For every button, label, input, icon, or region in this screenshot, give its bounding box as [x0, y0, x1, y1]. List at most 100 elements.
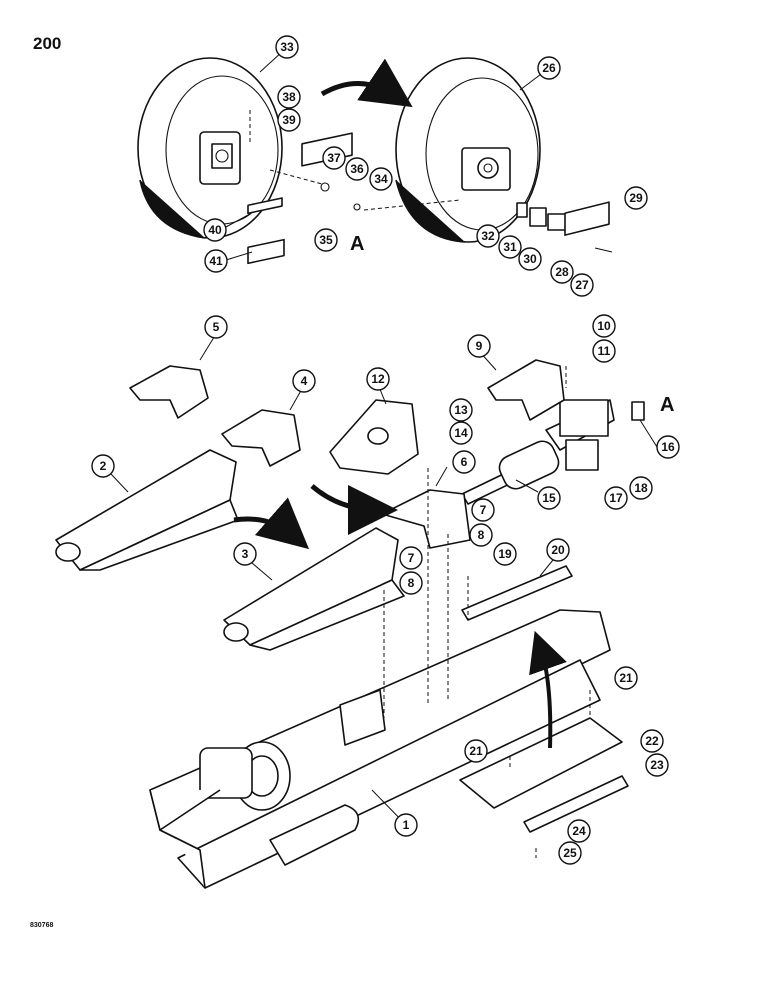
callout-40: 40 — [203, 218, 227, 242]
svg-text:4: 4 — [301, 374, 308, 388]
svg-text:28: 28 — [555, 265, 569, 279]
callout-29: 29 — [624, 186, 648, 210]
reference-mark-a-right: A — [660, 394, 674, 416]
svg-text:12: 12 — [371, 372, 385, 386]
svg-text:29: 29 — [629, 191, 643, 205]
callout-34: 34 — [369, 167, 393, 191]
callout-35: 35 — [314, 228, 338, 252]
callout-9: 9 — [467, 334, 491, 358]
callout-38: 38 — [277, 85, 301, 109]
page-number: 200 — [33, 34, 62, 53]
callout-24: 24 — [567, 819, 591, 843]
callout-25: 25 — [558, 841, 582, 865]
callout-15: 15 — [537, 486, 561, 510]
svg-text:2: 2 — [100, 459, 107, 473]
callout-3: 3 — [233, 542, 257, 566]
callout-1: 1 — [394, 813, 418, 837]
svg-text:8: 8 — [408, 576, 415, 590]
assembly-lines — [383, 366, 591, 858]
svg-text:32: 32 — [481, 229, 495, 243]
svg-text:26: 26 — [542, 61, 556, 75]
callout-2: 2 — [91, 454, 115, 478]
svg-text:9: 9 — [476, 339, 483, 353]
svg-text:35: 35 — [319, 233, 333, 247]
svg-text:14: 14 — [454, 426, 468, 440]
svg-text:22: 22 — [645, 734, 659, 748]
svg-text:18: 18 — [634, 481, 648, 495]
svg-text:33: 33 — [280, 40, 294, 54]
svg-text:37: 37 — [327, 151, 341, 165]
callout-32: 32 — [476, 224, 500, 248]
svg-text:7: 7 — [480, 503, 487, 517]
svg-text:21: 21 — [469, 744, 483, 758]
callout-37: 37 — [322, 146, 346, 170]
recoil-cylinder — [461, 399, 615, 505]
callout-36: 36 — [345, 157, 369, 181]
callout-10: 10 — [592, 314, 616, 338]
callout-7-upper: 7 — [471, 498, 495, 522]
svg-text:34: 34 — [374, 172, 388, 186]
callout-27: 27 — [570, 273, 594, 297]
callout-14: 14 — [449, 421, 473, 445]
svg-text:38: 38 — [282, 90, 296, 104]
drawing-code: 830768 — [30, 922, 54, 929]
callout-5: 5 — [204, 315, 228, 339]
callout-4: 4 — [292, 369, 316, 393]
callout-26: 26 — [537, 56, 561, 80]
svg-text:7: 7 — [408, 551, 415, 565]
idler-wheel-right — [395, 57, 541, 243]
callout-8-upper: 8 — [469, 523, 493, 547]
callout-22: 22 — [640, 729, 664, 753]
svg-text:41: 41 — [209, 254, 223, 268]
svg-text:27: 27 — [575, 278, 589, 292]
transfer-arrow-center — [310, 484, 398, 535]
plate-16 — [631, 401, 645, 421]
callout-41: 41 — [204, 249, 228, 273]
svg-text:31: 31 — [503, 240, 517, 254]
transfer-arrow-left — [233, 497, 310, 550]
callout-23: 23 — [645, 753, 669, 777]
svg-text:19: 19 — [498, 547, 512, 561]
callout-11: 11 — [592, 339, 616, 363]
callout-12: 12 — [366, 367, 390, 391]
idler-wheel-left — [137, 57, 283, 239]
callout-21-right: 21 — [614, 666, 638, 690]
svg-text:13: 13 — [454, 403, 468, 417]
wear-strips — [459, 565, 629, 833]
svg-text:8: 8 — [478, 528, 485, 542]
svg-text:36: 36 — [350, 162, 364, 176]
svg-text:6: 6 — [461, 455, 468, 469]
bracket-12 — [329, 399, 419, 475]
svg-text:24: 24 — [572, 824, 586, 838]
svg-text:23: 23 — [650, 758, 664, 772]
svg-text:1: 1 — [403, 818, 410, 832]
callout-6: 6 — [452, 450, 476, 474]
guard-6 — [381, 489, 471, 549]
callout-13: 13 — [449, 398, 473, 422]
callout-31: 31 — [498, 235, 522, 259]
callout-39: 39 — [277, 108, 301, 132]
callout-21-left: 21 — [464, 739, 488, 763]
svg-text:16: 16 — [661, 440, 675, 454]
svg-text:21: 21 — [619, 671, 633, 685]
guard-long-left — [55, 449, 239, 571]
callout-19: 19 — [493, 542, 517, 566]
svg-text:11: 11 — [598, 344, 611, 358]
transfer-arrow-right — [529, 630, 567, 749]
svg-text:17: 17 — [609, 491, 623, 505]
callout-33: 33 — [275, 35, 299, 59]
callout-7-lower: 7 — [399, 546, 423, 570]
svg-text:3: 3 — [242, 547, 249, 561]
svg-text:25: 25 — [563, 846, 577, 860]
guard-plates — [129, 365, 301, 467]
callout-28: 28 — [550, 260, 574, 284]
callout-8-lower: 8 — [399, 571, 423, 595]
svg-text:5: 5 — [213, 320, 220, 334]
svg-text:40: 40 — [208, 223, 222, 237]
svg-text:15: 15 — [542, 491, 556, 505]
svg-text:30: 30 — [523, 252, 537, 266]
transfer-arrow-top — [320, 58, 413, 108]
reference-mark-a-top: A — [350, 233, 364, 255]
guard-long-center — [223, 527, 405, 651]
